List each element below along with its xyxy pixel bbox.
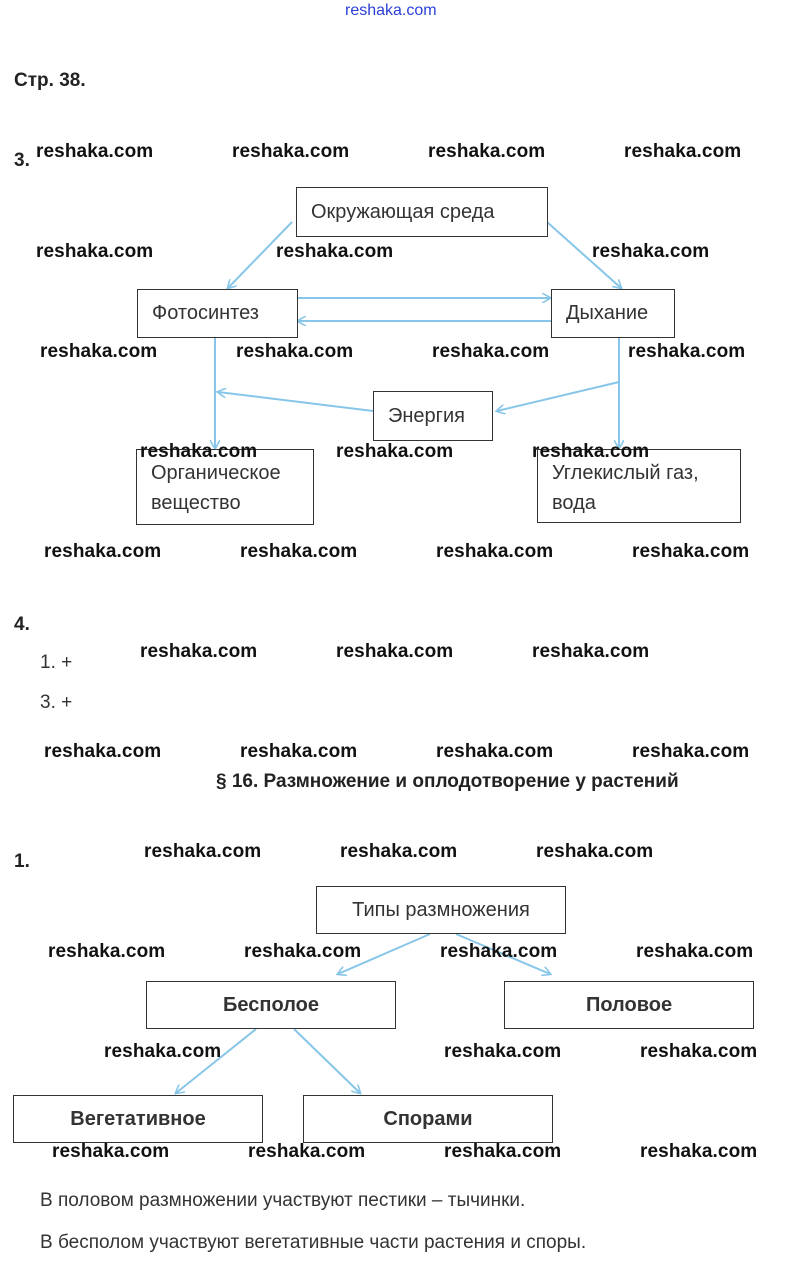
box-organic-matter-label: Органическое вещество — [151, 462, 281, 514]
watermark-text: reshaka.com — [632, 741, 750, 762]
site-header-link[interactable]: reshaka.com — [345, 2, 437, 19]
watermark-text: reshaka.com — [48, 941, 166, 962]
watermark-text: reshaka.com — [52, 1141, 170, 1162]
box-co2-water: Углекислый газ, вода — [537, 449, 741, 523]
watermark-text: reshaka.com — [336, 441, 454, 462]
arrow-types-to-asexual — [338, 933, 431, 974]
answer-paragraph: В половом размножении участвуют пестики … — [40, 1190, 526, 1211]
watermark-text: reshaka.com — [44, 541, 162, 562]
box-spores: Спорами — [303, 1095, 553, 1143]
watermark-text: reshaka.com — [536, 841, 654, 862]
arrow-env-to-respiration — [546, 221, 621, 288]
arrow-energy-to-left — [218, 392, 374, 412]
watermark-text: reshaka.com — [432, 341, 550, 362]
arrow-right-to-energy — [497, 381, 620, 411]
page-reference: Стр. 38. — [14, 70, 86, 91]
box-environment: Окружающая среда — [296, 187, 548, 237]
box-sexual: Половое — [504, 981, 754, 1029]
watermark-text: reshaka.com — [628, 341, 746, 362]
watermark-text: reshaka.com — [640, 1141, 758, 1162]
arrow-asexual-to-spores — [293, 1028, 360, 1093]
section-title: § 16. Размножение и оплодотворение у рас… — [216, 771, 679, 792]
watermark-text: reshaka.com — [636, 941, 754, 962]
box-vegetative: Вегетативное — [13, 1095, 263, 1143]
box-organic-matter: Органическое вещество — [136, 449, 314, 525]
box-co2-water-label: Углекислый газ, вода — [552, 462, 699, 514]
watermark-text: reshaka.com — [232, 141, 350, 162]
watermark-text: reshaka.com — [44, 741, 162, 762]
watermark-text: reshaka.com — [244, 941, 362, 962]
watermark-text: reshaka.com — [276, 241, 394, 262]
watermark-text: reshaka.com — [248, 1141, 366, 1162]
watermark-text: reshaka.com — [144, 841, 262, 862]
box-asexual: Бесполое — [146, 981, 396, 1029]
watermark-text: reshaka.com — [240, 541, 358, 562]
box-photosynthesis: Фотосинтез — [137, 289, 298, 338]
watermark-text: reshaka.com — [40, 341, 158, 362]
watermark-text: reshaka.com — [36, 241, 154, 262]
watermark-text: reshaka.com — [336, 641, 454, 662]
watermark-text: reshaka.com — [240, 741, 358, 762]
watermark-text: reshaka.com — [532, 641, 650, 662]
arrow-env-to-photosynthesis — [228, 221, 293, 288]
task-1-number: 1. — [14, 851, 30, 872]
watermark-text: reshaka.com — [104, 1041, 222, 1062]
watermark-text: reshaka.com — [640, 1041, 758, 1062]
box-respiration: Дыхание — [551, 289, 675, 338]
task-4-item: 3. + — [40, 692, 73, 713]
watermark-text: reshaka.com — [444, 1141, 562, 1162]
watermark-text: reshaka.com — [444, 1041, 562, 1062]
watermark-text: reshaka.com — [36, 141, 154, 162]
task-4-item: 1. + — [40, 652, 73, 673]
watermark-text: reshaka.com — [428, 141, 546, 162]
task-3-number: 3. — [14, 150, 30, 171]
watermark-text: reshaka.com — [140, 641, 258, 662]
box-reproduction-types: Типы размножения — [316, 886, 566, 934]
watermark-text: reshaka.com — [140, 441, 258, 462]
arrow-asexual-to-vegetative — [176, 1028, 257, 1093]
watermark-text: reshaka.com — [440, 941, 558, 962]
watermark-text: reshaka.com — [340, 841, 458, 862]
task-4-number: 4. — [14, 614, 30, 635]
watermark-text: reshaka.com — [632, 541, 750, 562]
watermark-text: reshaka.com — [592, 241, 710, 262]
watermark-text: reshaka.com — [624, 141, 742, 162]
arrow-types-to-sexual — [455, 933, 550, 974]
watermark-text: reshaka.com — [436, 541, 554, 562]
watermark-text: reshaka.com — [436, 741, 554, 762]
watermark-text: reshaka.com — [236, 341, 354, 362]
watermark-text: reshaka.com — [532, 441, 650, 462]
box-energy: Энергия — [373, 391, 493, 441]
answer-paragraph: В бесполом участвуют вегетативные части … — [40, 1232, 587, 1253]
